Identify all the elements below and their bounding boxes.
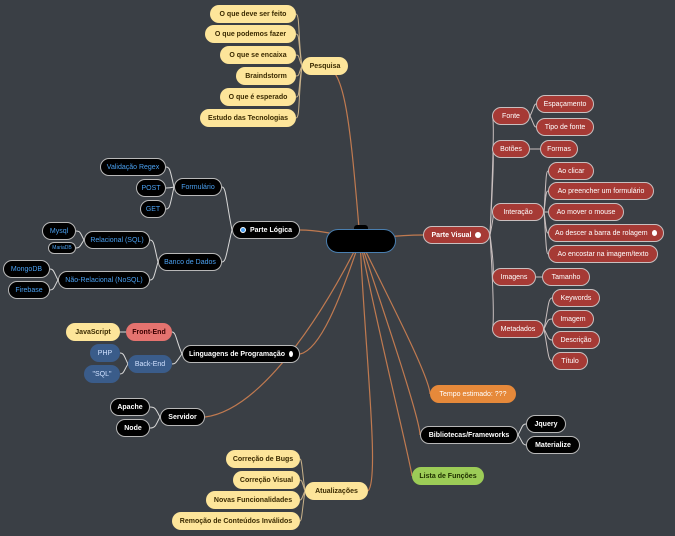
atualizacoes-item[interactable]: Novas Funcionalidades xyxy=(206,491,300,509)
interacao-item[interactable]: Ao clicar xyxy=(548,162,594,180)
marker-icon xyxy=(475,232,482,238)
bibliotecas-node[interactable]: Bibliotecas/Frameworks xyxy=(420,426,518,444)
pesquisa-item[interactable]: O que podemos fazer xyxy=(205,25,296,43)
linguagens-node[interactable]: Linguagens de Programação xyxy=(182,345,300,363)
back-end-node[interactable]: Back-End xyxy=(128,355,172,373)
fonte-node[interactable]: Fonte xyxy=(492,107,530,125)
formulario-node[interactable]: Formulário xyxy=(174,178,222,196)
formulario-item[interactable]: GET xyxy=(140,200,166,218)
interacao-item[interactable]: Ao encostar na imagem/texto xyxy=(548,245,658,263)
imagens-item[interactable]: Tamanho xyxy=(542,268,590,286)
root-node[interactable] xyxy=(326,229,396,253)
metadados-node[interactable]: Metadados xyxy=(492,320,544,338)
atualizacoes-node[interactable]: Atualizações xyxy=(305,482,368,500)
atualizacoes-item[interactable]: Remoção de Conteúdos Inválidos xyxy=(172,512,300,530)
relacional-node[interactable]: Relacional (SQL) xyxy=(84,231,150,249)
marker-icon xyxy=(239,227,246,233)
marker-icon xyxy=(651,230,657,236)
root-node-tab xyxy=(354,225,368,231)
interacao-item[interactable]: Ao mover o mouse xyxy=(548,203,624,221)
back-end-item[interactable]: "SQL" xyxy=(84,365,120,383)
atualizacoes-item[interactable]: Correção Visual xyxy=(233,471,300,489)
atualizacoes-item[interactable]: Correção de Bugs xyxy=(226,450,300,468)
pesquisa-node[interactable]: Pesquisa xyxy=(302,57,348,75)
pesquisa-item[interactable]: Braindstorm xyxy=(236,67,296,85)
nao-relacional-node[interactable]: Não-Relacional (NoSQL) xyxy=(58,271,150,289)
botoes-node[interactable]: Botões xyxy=(492,140,530,158)
metadados-item[interactable]: Descrição xyxy=(552,331,600,349)
formulario-item[interactable]: POST xyxy=(136,179,166,197)
marker-icon xyxy=(289,351,293,357)
pesquisa-item[interactable]: O que deve ser feito xyxy=(210,5,296,23)
botoes-item[interactable]: Formas xyxy=(540,140,578,158)
relacional-item[interactable]: MariaDB xyxy=(48,242,76,254)
relacional-item[interactable]: Mysql xyxy=(42,222,76,240)
interacao-item[interactable]: Ao descer a barra de rolagem xyxy=(548,224,664,242)
nao-relacional-item[interactable]: Firebase xyxy=(8,281,50,299)
fonte-item[interactable]: Espaçamento xyxy=(536,95,594,113)
front-end-node[interactable]: Front-End xyxy=(126,323,172,341)
interacao-node[interactable]: Interação xyxy=(492,203,544,221)
interacao-item[interactable]: Ao preencher um formulário xyxy=(548,182,654,200)
parte-logica-node[interactable]: Parte Lógica xyxy=(232,221,300,239)
metadados-item[interactable]: Imagem xyxy=(552,310,594,328)
pesquisa-item[interactable]: O que se encaixa xyxy=(220,46,296,64)
imagens-node[interactable]: Imagens xyxy=(492,268,536,286)
tempo-estimado-node[interactable]: Tempo estimado: ??? xyxy=(430,385,516,403)
pesquisa-item[interactable]: O que é esperado xyxy=(220,88,296,106)
metadados-item[interactable]: Keywords xyxy=(552,289,600,307)
metadados-item[interactable]: Título xyxy=(552,352,588,370)
back-end-item[interactable]: PHP xyxy=(90,344,120,362)
nao-relacional-item[interactable]: MongoDB xyxy=(3,260,50,278)
fonte-item[interactable]: Tipo de fonte xyxy=(536,118,594,136)
bibliotecas-item[interactable]: Jquery xyxy=(526,415,566,433)
parte-visual-node[interactable]: Parte Visual xyxy=(423,226,490,244)
lista-funcoes-node[interactable]: Lista de Funções xyxy=(412,467,484,485)
servidor-item[interactable]: Apache xyxy=(110,398,150,416)
servidor-node[interactable]: Servidor xyxy=(160,408,205,426)
pesquisa-item[interactable]: Estudo das Tecnologias xyxy=(200,109,296,127)
formulario-item[interactable]: Validação Regex xyxy=(100,158,166,176)
front-end-item[interactable]: JavaScript xyxy=(66,323,120,341)
servidor-item[interactable]: Node xyxy=(116,419,150,437)
banco-node[interactable]: Banco de Dados xyxy=(158,253,222,271)
bibliotecas-item[interactable]: Materialize xyxy=(526,436,580,454)
